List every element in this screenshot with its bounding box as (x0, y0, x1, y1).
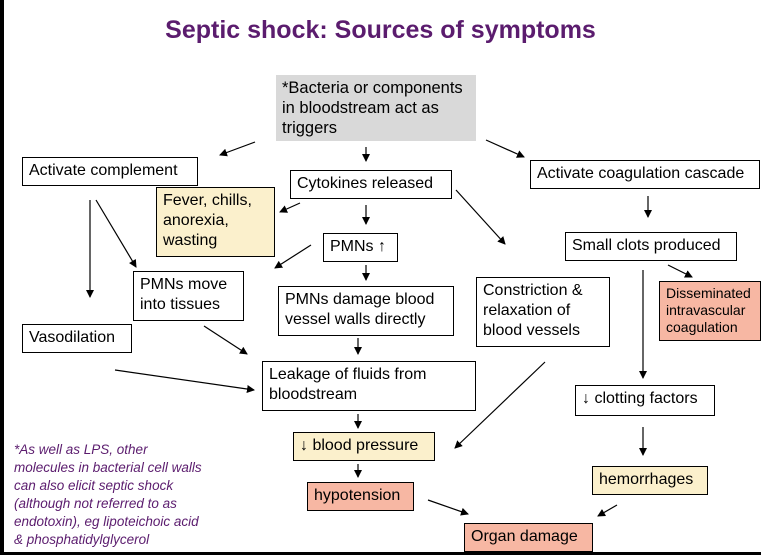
node-activate-coagulation: Activate coagulation cascade (530, 160, 760, 189)
node-dic: Disseminated intravascular coagulation (659, 281, 761, 341)
node-pmns-move: PMNs move into tissues (133, 271, 244, 321)
bottom-border (0, 552, 761, 555)
arrow-constriction-to-bp (454, 361, 546, 449)
node-blood-pressure: ↓ blood pressure (293, 432, 435, 461)
node-cytokines-released: Cytokines released (290, 170, 452, 199)
arrow-hemorrhages-to-organ (597, 504, 618, 517)
arrow-pmns-move-to-leakage (203, 325, 248, 355)
node-small-clots: Small clots produced (565, 232, 737, 261)
node-pmns-damage: PMNs damage blood vessel walls directly (278, 286, 454, 336)
node-vasodilation: Vasodilation (22, 324, 132, 353)
node-triggers: *Bacteria or components in bloodstream a… (276, 75, 476, 141)
node-fever: Fever, chills, anorexia, wasting (156, 187, 275, 257)
arrow-pmns-to-pmns-move (274, 244, 312, 269)
node-hemorrhages: hemorrhages (592, 466, 708, 495)
arrow-clots-to-dic (667, 264, 693, 278)
slide-title: Septic shock: Sources of symptoms (165, 16, 596, 44)
node-hypotension: hypotension (307, 482, 414, 511)
arrow-vasodilation-to-leakage (114, 369, 255, 393)
arrow-complement-to-pmns-move (95, 199, 137, 268)
arrow-hypotension-to-organ (427, 499, 469, 516)
node-leakage: Leakage of fluids from bloodstream (262, 361, 476, 411)
node-pmns: PMNs ↑ (323, 233, 398, 262)
left-border (0, 0, 4, 555)
arrow-triggers-to-coagulation (485, 139, 525, 158)
arrow-triggers-to-complement (219, 141, 256, 157)
node-organ-damage: Organ damage (464, 523, 593, 552)
node-activate-complement: Activate complement (22, 157, 198, 186)
node-constriction: Constriction & relaxation of blood vesse… (476, 277, 610, 347)
arrow-cytokines-to-constriction (455, 189, 506, 245)
footnote: *As well as LPS, other molecules in bact… (14, 442, 202, 547)
node-clotting-factors: ↓ clotting factors (575, 385, 715, 416)
arrow-cytokines-to-fever (279, 202, 301, 213)
